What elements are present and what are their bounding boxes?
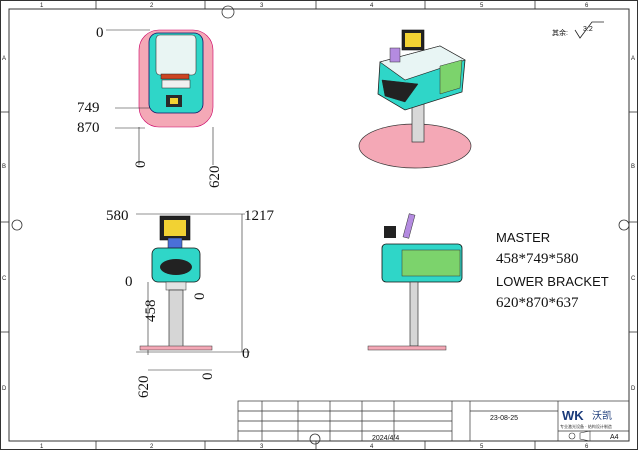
projection-icon [568, 432, 576, 440]
dim-top-zero: 0 [96, 25, 104, 41]
logo-subtitle: 专业激光设备 · 结构设计制造 [560, 423, 612, 429]
zone-col-1-top: 1 [40, 3, 44, 9]
front-neck [165, 281, 187, 291]
zone-row-c-right: C [631, 276, 636, 282]
iso-view [358, 29, 472, 169]
zone-row-b-right: B [631, 164, 635, 170]
zone-col-4-bottom: 4 [370, 444, 374, 450]
paper-size: A4 [610, 434, 619, 441]
side-view [367, 213, 463, 351]
top-view: 0 749 870 0 620 [77, 25, 223, 188]
front-window [160, 259, 192, 275]
roughness-label: 其余: [552, 28, 568, 37]
note-bracket-title: LOWER BRACKET [496, 274, 609, 289]
dim-580: 580 [106, 208, 129, 224]
side-base [367, 345, 447, 351]
front-base [139, 345, 213, 351]
top-view-top-panel [155, 34, 197, 76]
roughness-value: 3.2 [583, 26, 593, 33]
zone-row-c: C [2, 276, 7, 282]
dim-front-zero-right: 0 [242, 346, 250, 362]
zone-col-6-top: 6 [585, 3, 589, 9]
zone-row-b: B [2, 164, 6, 170]
dim-749: 749 [77, 100, 100, 116]
zone-col-1-bottom: 1 [40, 444, 44, 450]
zone-row-a-right: A [631, 56, 635, 62]
zone-col-6-bottom: 6 [585, 444, 589, 450]
zone-row-a: A [2, 56, 6, 62]
side-vent [401, 249, 461, 277]
side-column [409, 281, 419, 347]
dim-front-620: 620 [136, 376, 152, 399]
iso-machine-top [379, 45, 466, 81]
dim-x-zero: 0 [133, 161, 149, 169]
title-date-top: 23-08-25 [490, 415, 518, 422]
iso-screen-display [405, 33, 421, 47]
center-mark-right [618, 219, 630, 231]
zone-col-5-bottom: 5 [480, 444, 484, 450]
dim-870: 870 [77, 120, 100, 136]
iso-side-vent [439, 59, 463, 95]
zone-col-2-bottom: 2 [150, 444, 154, 450]
front-column [168, 289, 184, 349]
side-screen [384, 226, 396, 238]
zone-col-2-top: 2 [150, 3, 154, 9]
zone-row-d-right: D [631, 386, 636, 392]
center-mark-bottom [309, 433, 321, 445]
iso-front-window [381, 79, 419, 103]
center-mark-left [11, 219, 23, 231]
side-microscope [402, 213, 416, 239]
inner-frame [8, 8, 630, 442]
center-mark-top [221, 5, 235, 19]
roughness-symbol-icon [574, 21, 604, 39]
logo-cn: 沃凯 [592, 409, 612, 422]
zone-col-3-top: 3 [260, 3, 264, 9]
dim-620: 620 [207, 166, 223, 189]
iso-microscope [389, 47, 401, 63]
dim-1217: 1217 [244, 208, 275, 224]
dim-458: 458 [143, 300, 159, 323]
front-screen-display [164, 220, 186, 236]
zone-col-3-bottom: 3 [260, 444, 264, 450]
note-bracket-dims: 620*870*637 [496, 295, 579, 311]
title-block [237, 400, 630, 442]
top-view-red-strip [160, 73, 190, 80]
note-master-dims: 458*749*580 [496, 251, 579, 267]
dim-front-zero-left: 0 [125, 274, 133, 290]
zone-row-d: D [2, 386, 7, 392]
front-view: 580 1217 0 0 458 0 620 0 [106, 208, 275, 398]
top-view-label [161, 79, 191, 89]
note-master-title: MASTER [496, 230, 550, 245]
title-date-bottom: 2024/4/4 [372, 435, 399, 442]
zone-col-4-top: 4 [370, 3, 374, 9]
zone-col-5-top: 5 [480, 3, 484, 9]
dim-front-zero-bottom: 0 [200, 373, 216, 381]
logo-letters: WK [562, 408, 584, 423]
top-view-handle-light [170, 98, 178, 104]
dim-front-zero-mid: 0 [192, 293, 208, 301]
projection-cone-icon [579, 430, 591, 442]
